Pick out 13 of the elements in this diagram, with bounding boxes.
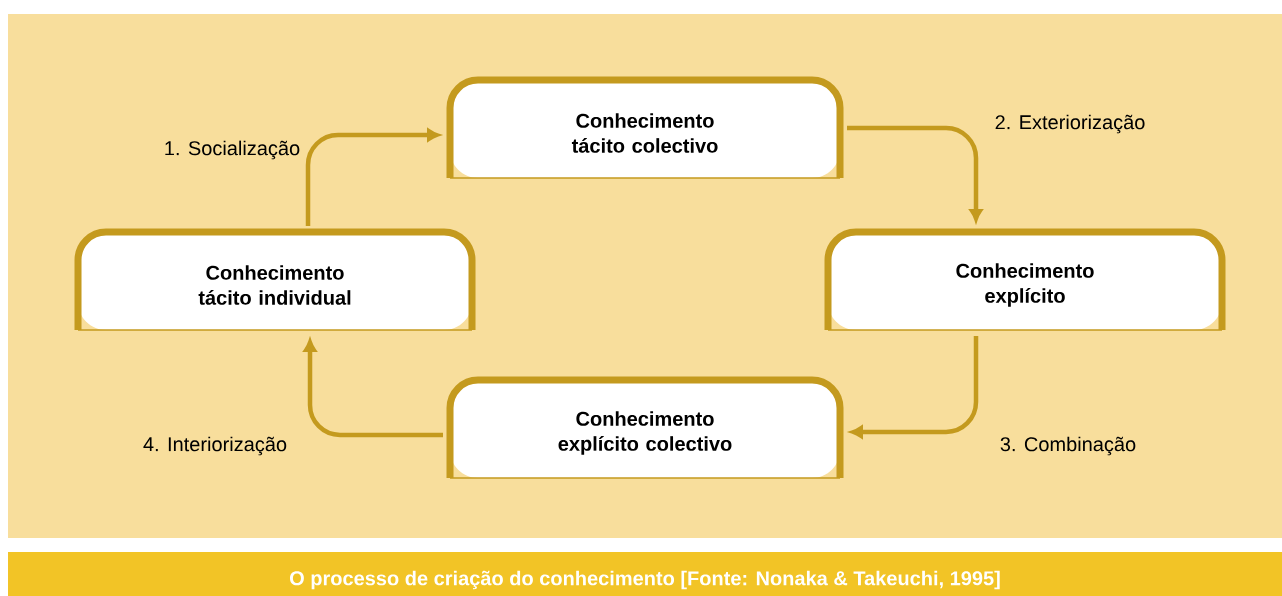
arrow [303, 339, 443, 438]
caption-bar: O processo de criação do conhecimento [Fonte: Nonaka & Takeuchi, 1995] [8, 552, 1282, 596]
edge-label: 3. Combinação [997, 434, 1139, 458]
edge-label: 4. Interiorização [140, 434, 290, 458]
edge-label: 1. Socialização [161, 138, 303, 162]
edge-label: 2. Exteriorização [992, 112, 1148, 136]
knowledge-box: Conhecimento explícito [824, 228, 1226, 331]
knowledge-box: Conhecimento tácito individual [74, 228, 476, 331]
arrow [847, 125, 983, 222]
arrow [305, 128, 440, 226]
knowledge-box: Conhecimento tácito colectivo [446, 76, 844, 179]
knowledge-box: Conhecimento explícito colectivo [446, 376, 844, 479]
arrow [850, 336, 979, 439]
